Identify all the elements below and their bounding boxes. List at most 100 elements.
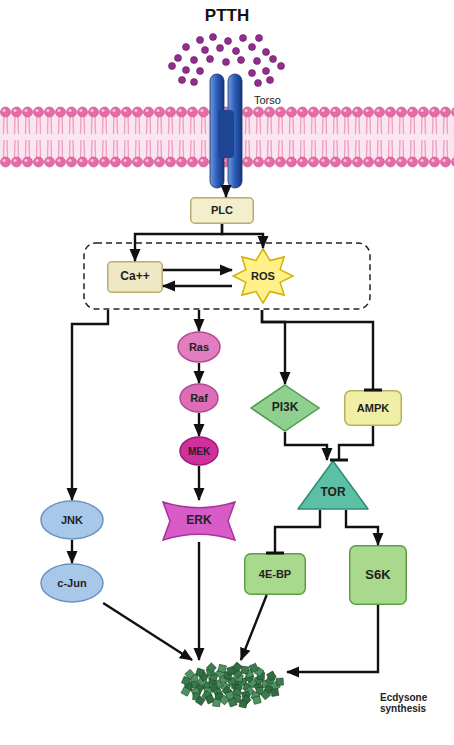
signal-arrow xyxy=(285,432,327,460)
kinase-diamond: PI3K xyxy=(250,384,320,432)
node-label: Torso xyxy=(254,94,281,106)
signal-arrow xyxy=(72,310,108,500)
signal-arrow xyxy=(198,542,200,660)
molecule-square xyxy=(196,668,205,677)
ligand-dot xyxy=(197,68,204,75)
node-label: JNK xyxy=(61,514,83,526)
kinase-ellipse: Raf xyxy=(179,383,219,413)
triangle-outline xyxy=(298,461,368,509)
node-label: Ras xyxy=(189,341,209,353)
signal-arrow xyxy=(275,510,320,553)
molecule-square xyxy=(249,663,258,672)
receptor-core xyxy=(218,110,234,158)
ligand-dot xyxy=(270,56,277,63)
signal-arrow xyxy=(198,363,200,383)
molecule-square xyxy=(228,698,237,707)
ligand-dot xyxy=(202,47,209,54)
signal-arrow xyxy=(198,310,200,331)
dashed-outline xyxy=(84,243,370,309)
ligand-dot xyxy=(255,80,262,87)
ligand-dot xyxy=(267,77,274,84)
ligand-dot xyxy=(197,37,204,44)
ligand-dot xyxy=(249,44,256,51)
signal-arrow xyxy=(225,188,227,197)
node-label: AMPK xyxy=(357,402,389,414)
box-outline xyxy=(350,546,407,605)
box-outline xyxy=(191,198,254,224)
factor-ellipse: c-Jun xyxy=(40,563,104,603)
node-label: S6K xyxy=(365,568,390,582)
signal-arrow xyxy=(135,224,222,261)
molecule-square xyxy=(218,664,226,672)
kinase-ellipse: MEK xyxy=(179,436,219,466)
ligand-dot xyxy=(256,35,263,42)
ligand-dot xyxy=(179,77,186,84)
node-label: Ca++ xyxy=(120,270,149,283)
ligand-dot xyxy=(263,68,270,75)
kinase-box: AMPK xyxy=(344,390,402,426)
star-outline xyxy=(233,249,293,303)
ligand-dot xyxy=(191,57,198,64)
diamond-outline xyxy=(251,385,319,431)
molecule-square xyxy=(253,696,261,704)
box-outline xyxy=(345,391,402,426)
lipid-bilayer xyxy=(0,106,454,168)
ligand-cluster xyxy=(169,34,285,87)
molecule-square xyxy=(241,666,249,674)
messenger-box: Ca++ xyxy=(107,261,163,293)
ellipse-outline xyxy=(41,501,103,539)
signal-arrow xyxy=(198,466,200,500)
ligand-dot xyxy=(217,45,224,52)
node-label: Ecdysone synthesis xyxy=(380,692,440,714)
signal-arrow xyxy=(339,426,373,460)
molecule-square xyxy=(181,687,190,696)
ligand-dot xyxy=(263,49,270,56)
node-label: ERK xyxy=(186,514,211,527)
ellipse-outline xyxy=(180,384,218,412)
node-label: PI3K xyxy=(272,401,299,414)
ecdysone-cluster: Ecdysone synthesis xyxy=(175,660,287,710)
receptor-protein: Torso xyxy=(206,74,246,188)
protein-box: 4E-BP xyxy=(244,553,306,595)
molecule-square xyxy=(206,663,216,673)
ligand-dot xyxy=(238,57,245,64)
box-outline xyxy=(245,554,306,595)
node-label: MEK xyxy=(188,446,210,457)
ellipse-outline xyxy=(41,564,103,602)
node-label: c-Jun xyxy=(57,577,86,589)
signal-arrow xyxy=(287,605,378,672)
node-label: TOR xyxy=(320,486,345,499)
ellipse-outline xyxy=(178,332,220,362)
group-box: Ca++ROS xyxy=(83,242,371,310)
ligand-dot xyxy=(191,79,198,86)
kinase-ellipse: JNK xyxy=(40,500,104,540)
molecule-square xyxy=(195,696,205,706)
signal-arrow xyxy=(262,310,373,390)
molecule-square xyxy=(213,699,221,707)
signal-arrow xyxy=(163,285,232,287)
bowtie-outline xyxy=(163,502,235,540)
molecule-square xyxy=(267,671,277,681)
node-label: Raf xyxy=(190,392,208,404)
molecule-square xyxy=(185,669,195,679)
molecule-square xyxy=(219,695,229,705)
kinase-triangle: TOR xyxy=(297,460,369,510)
kinase-bowtie: ERK xyxy=(162,500,236,542)
ligand-dot xyxy=(254,58,261,65)
signal-arrow xyxy=(163,269,232,271)
ligand-dot xyxy=(183,44,190,51)
ligand-dot xyxy=(223,59,230,66)
node-label: PLC xyxy=(211,204,233,216)
molecule-square xyxy=(271,688,279,696)
molecule-square xyxy=(276,678,283,685)
signal-arrow xyxy=(222,224,263,248)
signal-arrow xyxy=(346,510,378,545)
signal-arrow xyxy=(241,595,267,660)
molecule-square xyxy=(232,662,242,672)
molecule-square xyxy=(261,690,271,700)
signal-arrow xyxy=(262,310,285,384)
ligand-dot xyxy=(225,38,232,45)
